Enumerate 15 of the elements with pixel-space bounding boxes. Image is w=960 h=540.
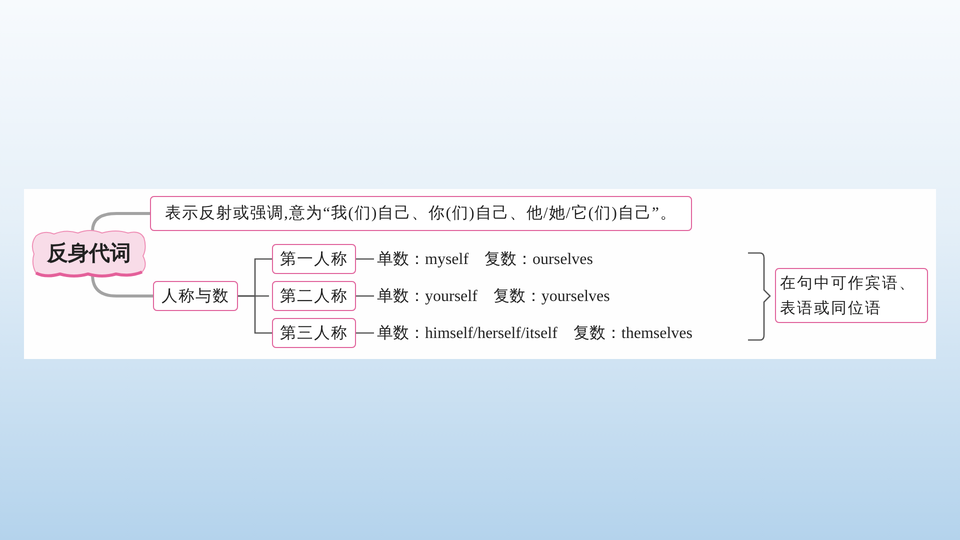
topic-box: 第二人称: [272, 281, 356, 311]
topic-text: 单数：myself 复数：ourselves: [377, 247, 737, 271]
connector-line: [238, 295, 272, 334]
topic-box: 第一人称: [272, 244, 356, 274]
connector-line: [356, 295, 374, 297]
topic-box: 人称与数: [153, 281, 238, 311]
topic-box: 在句中可作宾语、表语或同位语: [775, 268, 928, 323]
topic-box: 表示反射或强调,意为“我(们)自己、你(们)自己、他/她/它(们)自己”。: [150, 196, 692, 231]
connector-line: [356, 332, 374, 334]
connector-line: [91, 274, 153, 298]
connector-line: [356, 258, 374, 260]
topic-text: 单数：himself/herself/itself 复数：themselves: [377, 321, 747, 345]
topic-cloud: 反身代词: [30, 228, 148, 278]
topic-box: 第三人称: [272, 318, 356, 348]
topic-text: 单数：yourself 复数：yourselves: [377, 284, 737, 308]
